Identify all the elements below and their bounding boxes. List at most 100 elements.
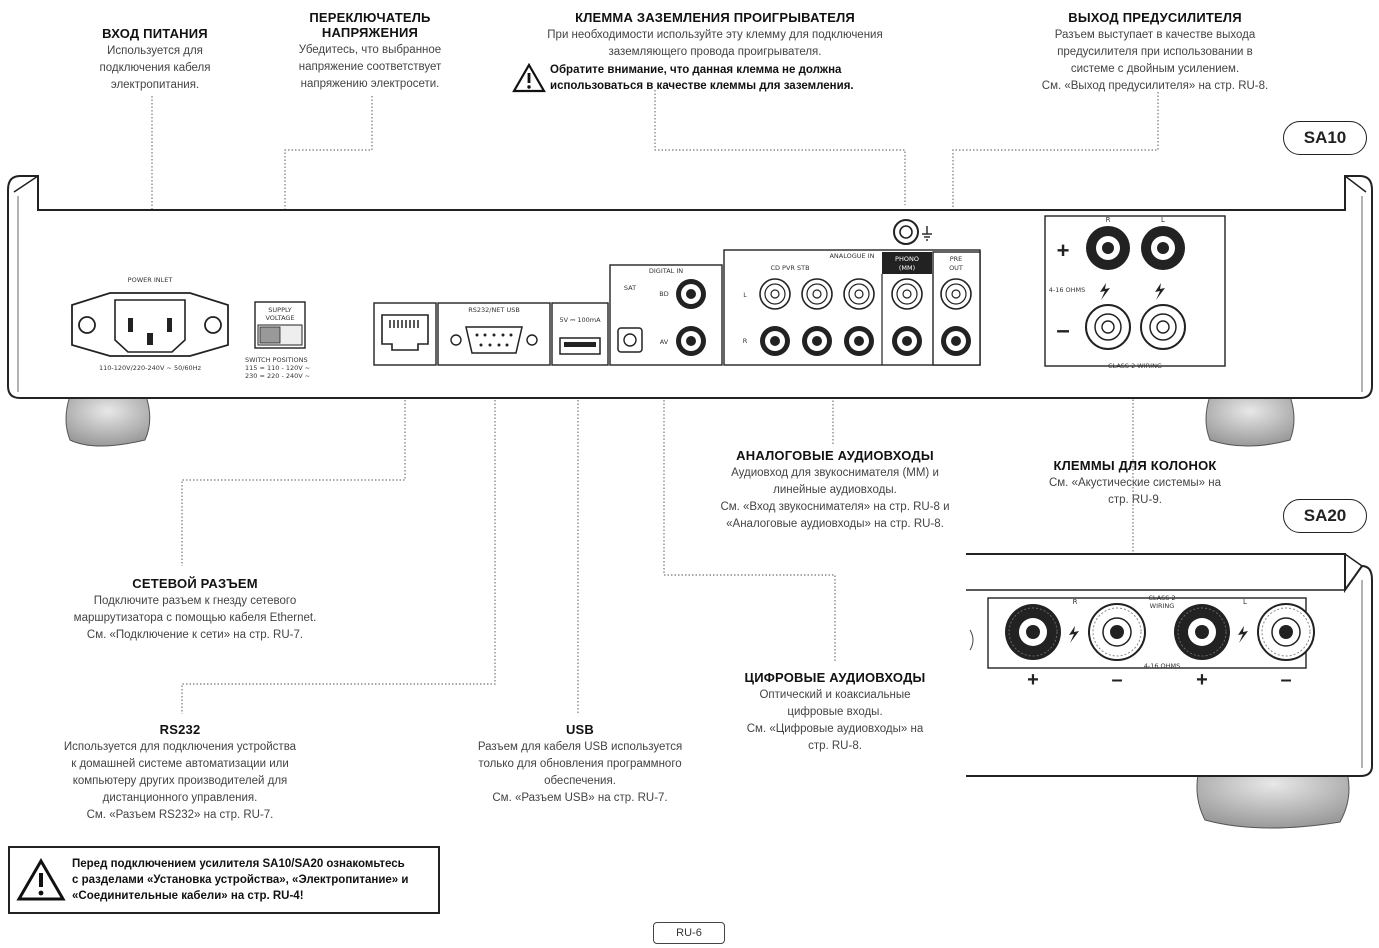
callout-desc: Используется для подключения кабеля элек…: [70, 43, 240, 94]
channel-l-label: L: [743, 291, 747, 299]
callout-desc: Разъем для кабеля USB используется тольк…: [440, 739, 720, 807]
ground-terminal: [893, 219, 932, 245]
desc-line: См. «Разъем RS232» на стр. RU-7.: [86, 809, 274, 821]
binding-post-r-minus: [1085, 304, 1131, 350]
warning-line: Перед подключением усилителя SA10/SA20 о…: [72, 858, 405, 870]
callout-title: КЛЕММА ЗАЗЕМЛЕНИЯ ПРОИГРЫВАТЕЛЯ: [575, 10, 855, 25]
desc-line: цифровые входы.: [787, 706, 883, 718]
leader-ground: [654, 90, 906, 205]
sa20-post-r-plus: [1005, 604, 1061, 660]
phono-mm-label: (MM): [899, 264, 915, 272]
channel-r-label: R: [743, 337, 748, 345]
desc-line: линейные аудиовходы.: [773, 484, 897, 496]
callout-desc: Разъем выступает в качестве выхода преду…: [1010, 27, 1300, 95]
sa20-class2-label: CLASS 2: [1148, 594, 1175, 602]
desc-line: Оптический и коаксиальные: [759, 689, 911, 701]
callout-title: КЛЕММЫ ДЛЯ КОЛОНОК: [1053, 458, 1217, 473]
desc-line: заземляющего провода проигрывателя.: [608, 46, 822, 58]
sa20-plus-r: +: [1027, 669, 1039, 691]
preout-jacks: [940, 278, 972, 356]
callout-title: RS232: [159, 722, 201, 737]
page-number: RU-6: [653, 922, 725, 944]
title-line: НАПРЯЖЕНИЯ: [321, 25, 419, 40]
sa20-ohms-label: 4-16 OHMS: [1144, 662, 1181, 670]
callout-desc: Аудиовход для звукоснимателя (MM) и лине…: [690, 465, 980, 533]
desc-line: дистанционного управления.: [102, 792, 258, 804]
ground-warning: Обратите внимание, что данная клемма не …: [512, 62, 912, 94]
callout-desc: При необходимости используйте эту клемму…: [505, 27, 925, 61]
coax-bd-jack: [676, 279, 706, 309]
desc-line: напряжению электросети.: [300, 78, 440, 90]
callout-title: ЦИФРОВЫЕ АУДИОВХОДЫ: [744, 670, 926, 685]
desc-line: См. «Цифровые аудиовходы» на: [746, 723, 924, 735]
right-foot: [1205, 395, 1295, 447]
desc-line: См. «Разъем USB» на стр. RU-7.: [492, 792, 668, 804]
lightning-icon: [1100, 283, 1165, 300]
desc-line: Убедитесь, что выбранное: [298, 44, 442, 56]
analogue-inputs: ANALOGUE IN CD PVR STB L R PHONO (MM) PR…: [723, 249, 981, 366]
desc-line: электропитания.: [110, 79, 200, 91]
rca-l-jacks: [759, 278, 875, 310]
desc-line: предусилителя при использовании в: [1057, 46, 1253, 58]
callout-voltage-switch: ПЕРЕКЛЮЧАТЕЛЬ НАПРЯЖЕНИЯ Убедитесь, что …: [265, 10, 475, 93]
desc-line: Аудиовход для звукоснимателя (MM) и: [731, 467, 939, 479]
callout-desc: Оптический и коаксиальные цифровые входы…: [720, 687, 950, 755]
desc-line: компьютеру других производителей для: [72, 775, 288, 787]
av-label: AV: [660, 338, 669, 346]
callout-usb: USB Разъем для кабеля USB используется т…: [440, 722, 720, 807]
callout-network: СЕТЕВОЙ РАЗЪЕМ Подключите разъем к гнезд…: [50, 576, 340, 644]
sa20-post-r-minus: [1088, 603, 1146, 661]
warning-text: Обратите внимание, что данная клемма не …: [550, 62, 854, 94]
desc-line: См. «Подключение к сети» на стр. RU-7.: [86, 629, 304, 641]
sa20-minus-l: –: [1280, 669, 1291, 691]
callout-speakers: КЛЕММЫ ДЛЯ КОЛОНОК См. «Акустические сис…: [1025, 458, 1245, 509]
sa20-r-label: R: [1073, 598, 1078, 606]
binding-post-l-minus: [1140, 304, 1186, 350]
desc-line: стр. RU-8.: [808, 740, 862, 752]
digital-in-label: DIGITAL IN: [649, 267, 683, 275]
title-line: ПЕРЕКЛЮЧАТЕЛЬ: [309, 10, 431, 25]
sa20-l-label: L: [1243, 598, 1247, 606]
sa20-plus-l: +: [1196, 669, 1208, 691]
callout-preout: ВЫХОД ПРЕДУСИЛИТЕЛЯ Разъем выступает в к…: [1010, 10, 1300, 95]
warning-line: Обратите внимание, что данная клемма не …: [550, 64, 842, 76]
rca-r-jacks: [760, 326, 874, 356]
phono-label-bg: [882, 252, 932, 274]
callout-title: АНАЛОГОВЫЕ АУДИОВХОДЫ: [736, 448, 934, 463]
binding-post-r-plus: [1086, 226, 1130, 270]
rs232-port: RS232/NET USB: [437, 302, 551, 366]
desc-line: Разъем выступает в качестве выхода: [1054, 29, 1256, 41]
sa20-minus-r: –: [1111, 669, 1122, 691]
warning-text: Перед подключением усилителя SA10/SA20 о…: [72, 856, 408, 904]
callout-ground: КЛЕММА ЗАЗЕМЛЕНИЯ ПРОИГРЫВАТЕЛЯ При необ…: [505, 10, 925, 61]
switch-position-115: 115 = 110 - 120V ~: [245, 364, 310, 372]
model-badge-sa10: SA10: [1283, 121, 1367, 155]
sa20-wiring-label: WIRING: [1150, 602, 1175, 610]
desc-line: «Аналоговые аудиовходы» на стр. RU-8.: [726, 518, 944, 530]
voltage-label: VOLTAGE: [265, 314, 294, 322]
desc-line: Разъем для кабеля USB используется: [477, 741, 683, 753]
desc-line: к домашней системе автоматизации или: [71, 758, 289, 770]
connection-warning-box: Перед подключением усилителя SA10/SA20 о…: [8, 846, 440, 914]
ground-icon: [922, 226, 932, 241]
switch-position-230: 230 = 220 - 240V ~: [245, 372, 310, 380]
desc-line: подключения кабеля: [99, 62, 211, 74]
lightning-icon: [1069, 626, 1248, 643]
coax-av-jack: [676, 326, 706, 356]
warning-icon: [512, 63, 546, 93]
desc-line: При необходимости используйте эту клемму…: [547, 29, 883, 41]
warning-line: использоваться в качестве клеммы для заз…: [550, 80, 854, 92]
ethernet-port: [373, 302, 437, 366]
supply-label: SUPPLY: [268, 306, 291, 314]
leader-rs232: [181, 365, 496, 714]
usb-port: 5V ⎓ 100mA: [551, 302, 609, 366]
desc-line: См. «Вход звукоснимателя» на стр. RU-8 и: [720, 501, 950, 513]
desc-line: Используется для подключения устройства: [63, 741, 297, 753]
desc-line: системе с двойным усилением.: [1070, 63, 1240, 75]
phono-jacks: [891, 278, 923, 356]
callout-desc: Используется для подключения устройства …: [35, 739, 325, 824]
phono-label: PHONO: [895, 255, 919, 263]
warning-icon: [16, 858, 66, 901]
plus-sign: +: [1057, 238, 1070, 263]
